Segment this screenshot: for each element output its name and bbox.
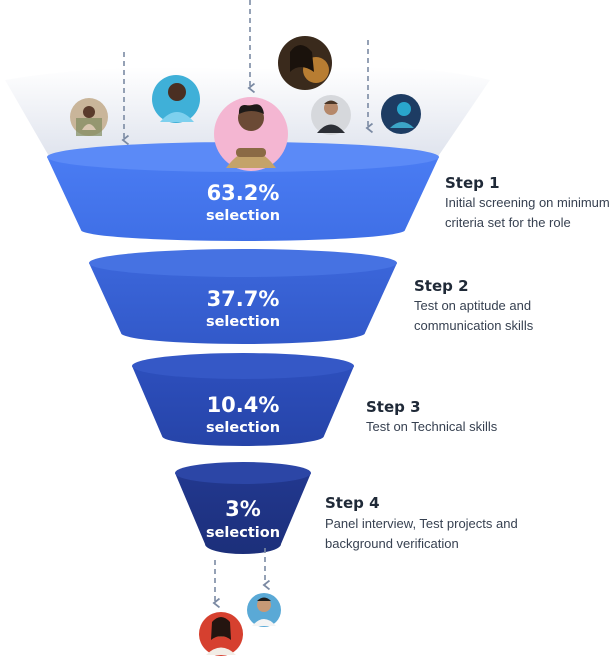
stage-2-percent: 37.7% [206, 287, 280, 311]
candidate-avatar [70, 98, 108, 136]
selected-candidate-avatar [247, 593, 281, 627]
stage-4-label: selection [205, 525, 281, 541]
stage-3-label: selection [205, 420, 281, 436]
stage-2-label: selection [205, 314, 281, 330]
funnel-stage-4-body [175, 473, 311, 554]
funnel-stage-2-top [89, 249, 397, 277]
stage-4-percent: 3% [225, 497, 261, 521]
candidate-avatar [214, 97, 288, 171]
candidate-avatar [278, 36, 332, 90]
stage-1-label: selection [205, 208, 281, 224]
step-4-title: Step 4 [325, 494, 380, 512]
stage-3-percent: 10.4% [206, 393, 280, 417]
step-2-description: Test on aptitude and communication skill… [414, 298, 534, 333]
funnel-stage-2-body [89, 263, 397, 344]
candidate-avatar [381, 94, 421, 134]
step-2-title: Step 2 [414, 277, 469, 295]
stage-1-percent: 63.2% [206, 181, 280, 205]
step-1-description: Initial screening on minimum criteria se… [445, 195, 610, 230]
funnel-stage-4-top [175, 462, 311, 484]
candidate-avatar [311, 95, 351, 135]
funnel-stage-3-body [132, 366, 354, 446]
step-3-title: Step 3 [366, 398, 421, 416]
funnel-stage-3-top [132, 353, 354, 379]
selected-candidate-avatar [199, 612, 243, 656]
step-4-description: Panel interview, Test projects and backg… [325, 516, 518, 551]
step-1-title: Step 1 [445, 174, 500, 192]
candidate-avatar [152, 75, 200, 123]
funnel-stage-1-body [47, 157, 439, 241]
step-3-description: Test on Technical skills [366, 419, 498, 434]
